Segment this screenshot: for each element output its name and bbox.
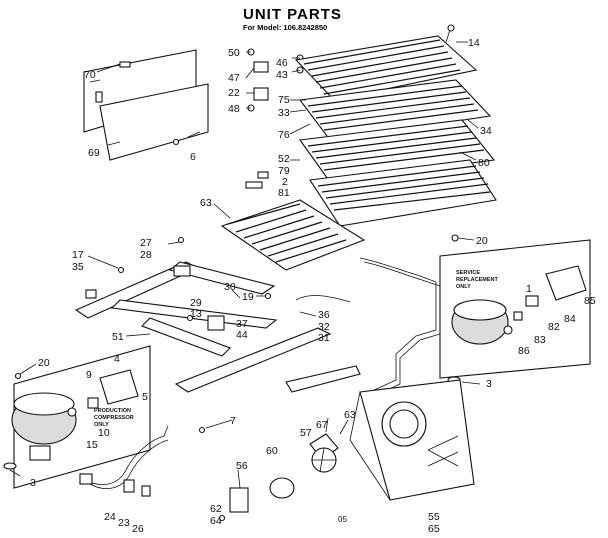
callout-83: 83 <box>534 334 546 346</box>
callout-75: 75 <box>278 94 290 106</box>
callout-79: 79 <box>278 165 290 177</box>
callout-63b: 63 <box>344 409 356 421</box>
callout-43: 43 <box>276 69 288 81</box>
service-note-line1: SERVICE <box>456 270 480 276</box>
frame-assembly <box>74 261 332 393</box>
callout-48: 48 <box>228 103 240 115</box>
callout-5: 5 <box>142 391 148 403</box>
fan-assembly <box>229 433 339 513</box>
service-note-line2: REPLACEMENT <box>456 277 499 283</box>
callout-3b: 3 <box>30 477 36 489</box>
callout-84: 84 <box>564 313 576 325</box>
callout-57: 57 <box>300 427 312 439</box>
callout-19: 19 <box>242 291 254 303</box>
callout-22: 22 <box>228 87 240 99</box>
production-note-line2: COMPRESSOR <box>94 415 134 421</box>
drain-bracket <box>285 365 361 393</box>
service-note-line3: ONLY <box>456 284 471 290</box>
callout-27: 27 <box>140 237 152 249</box>
callout-7: 7 <box>230 415 236 427</box>
callout-2: 2 <box>282 176 288 188</box>
callout-47: 47 <box>228 72 240 84</box>
callout-36: 36 <box>318 309 330 321</box>
callout-20b: 20 <box>38 357 50 369</box>
callout-10: 10 <box>98 427 110 439</box>
callout-14: 14 <box>468 37 480 49</box>
callout-30: 30 <box>224 281 236 293</box>
callout-9: 9 <box>86 369 92 381</box>
callout-15: 15 <box>86 439 98 451</box>
callout-50: 50 <box>228 47 240 59</box>
production-compressor: PRODUCTION COMPRESSOR ONLY <box>3 345 151 489</box>
callout-37: 37 <box>236 318 248 330</box>
callout-56: 56 <box>236 460 248 472</box>
callout-23: 23 <box>118 517 130 529</box>
callout-81: 81 <box>278 187 290 199</box>
evaporator-coil <box>220 171 366 271</box>
callout-85: 85 <box>584 295 596 307</box>
diagram-subtitle: For Model: 106.8242850 <box>243 23 327 32</box>
footer-mark: 05 <box>338 515 347 524</box>
callout-34: 34 <box>480 125 492 137</box>
callout-24: 24 <box>104 511 116 523</box>
callout-69: 69 <box>88 147 100 159</box>
callout-1: 1 <box>526 283 532 295</box>
service-compressor: SERVICE REPLACEMENT ONLY <box>439 234 591 384</box>
callout-46: 46 <box>276 57 288 69</box>
callout-52: 52 <box>278 153 290 165</box>
callout-3: 3 <box>486 378 492 390</box>
fan-shroud <box>349 379 475 501</box>
screws <box>14 138 272 522</box>
callout-86: 86 <box>518 345 530 357</box>
callout-44: 44 <box>236 329 248 341</box>
callout-62: 62 <box>210 503 222 515</box>
back-panel <box>83 49 209 161</box>
leader-lines <box>9 41 481 477</box>
production-note-line1: PRODUCTION <box>94 408 131 414</box>
power-cord <box>79 425 169 497</box>
callout-29: 29 <box>190 297 202 309</box>
production-note-line3: ONLY <box>94 422 109 428</box>
callout-65: 65 <box>428 523 440 535</box>
callout-6: 6 <box>190 151 196 163</box>
callout-70: 70 <box>84 69 96 81</box>
condenser-coil <box>294 24 497 227</box>
callout-63: 63 <box>200 197 212 209</box>
callout-35: 35 <box>72 261 84 273</box>
callout-55: 55 <box>428 511 440 523</box>
callout-numbers: 70 50 46 43 47 22 48 69 6 75 33 76 14 34… <box>30 37 596 535</box>
callout-17: 17 <box>72 249 84 261</box>
callout-76: 76 <box>278 129 290 141</box>
callout-67: 67 <box>316 419 328 431</box>
callout-31: 31 <box>318 332 330 344</box>
callout-64: 64 <box>210 515 222 527</box>
callout-26: 26 <box>132 523 144 535</box>
refrigerant-tubing <box>295 257 441 397</box>
callout-80: 80 <box>478 157 490 169</box>
callout-28: 28 <box>140 249 152 261</box>
callout-13: 13 <box>190 308 202 320</box>
callout-33: 33 <box>278 107 290 119</box>
callout-20: 20 <box>476 235 488 247</box>
callout-32: 32 <box>318 321 330 333</box>
diagram-title: UNIT PARTS <box>243 6 342 23</box>
callout-4: 4 <box>114 353 120 365</box>
callout-82: 82 <box>548 321 560 333</box>
callout-60: 60 <box>266 445 278 457</box>
callout-51: 51 <box>112 331 124 343</box>
